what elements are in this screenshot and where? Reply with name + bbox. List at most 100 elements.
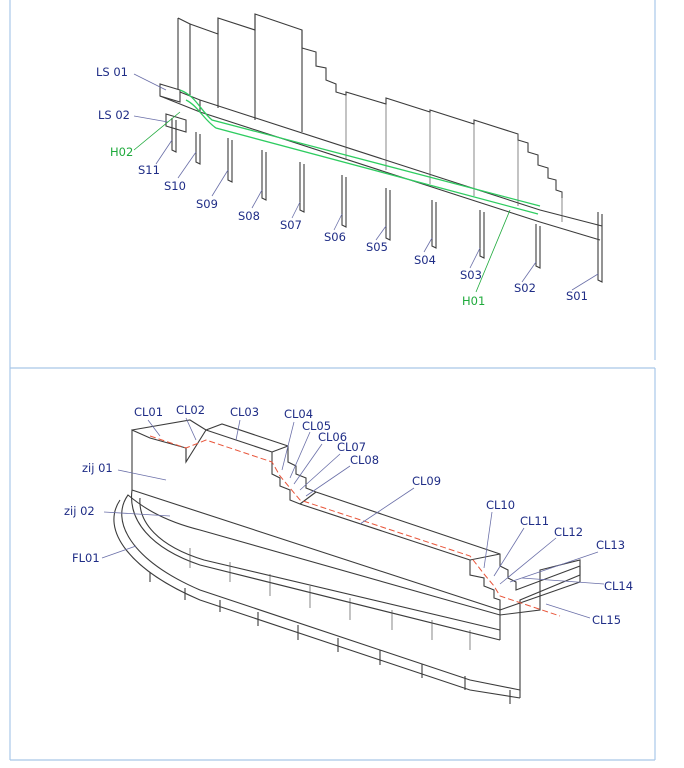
girder-h02-h01-lower — [185, 99, 539, 215]
label-s06: S06 — [324, 230, 346, 244]
frame-s01 — [597, 212, 603, 283]
leader-cl01 — [147, 419, 161, 437]
block-top-left — [131, 419, 207, 431]
label-cl13: CL13 — [596, 538, 625, 552]
leader-s06 — [333, 213, 343, 231]
label-s08: S08 — [238, 209, 260, 223]
top-leaders — [133, 73, 599, 293]
label-cl05: CL05 — [302, 419, 331, 433]
leader-cl10 — [483, 511, 493, 569]
label-h01: H01 — [462, 294, 485, 308]
leader-s08 — [251, 189, 263, 209]
wall-zij02-inner — [139, 497, 501, 631]
label-cl09: CL09 — [412, 474, 441, 488]
label-s04: S04 — [414, 253, 436, 267]
transverse-frames — [171, 118, 603, 283]
frame-s07 — [299, 162, 305, 213]
label-cl02: CL02 — [176, 403, 205, 417]
floor-slab-fl01 — [121, 494, 581, 691]
leader-h01 — [475, 209, 511, 293]
leader-h02 — [133, 111, 181, 151]
leader-zij01 — [117, 469, 167, 481]
label-cl11: CL11 — [520, 514, 549, 528]
label-cl07: CL07 — [337, 440, 366, 454]
block-top-back — [205, 423, 581, 591]
leader-fl01 — [101, 545, 137, 559]
floor-legs — [149, 572, 511, 704]
label-ls01: LS 01 — [96, 65, 128, 79]
leader-s02 — [521, 261, 537, 283]
balustrade-posts — [189, 548, 471, 650]
label-s03: S03 — [460, 268, 482, 282]
leader-s10 — [177, 151, 197, 179]
leader-cl02 — [185, 417, 197, 441]
leader-cl08 — [305, 465, 351, 497]
label-cl14: CL14 — [604, 579, 633, 593]
deck-line-lower — [159, 95, 601, 241]
leader-cl07 — [299, 453, 341, 491]
leader-zij02 — [103, 511, 171, 517]
label-cl03: CL03 — [230, 405, 259, 419]
bottom-leaders — [101, 417, 605, 619]
label-s10: S10 — [164, 179, 186, 193]
label-s01: S01 — [566, 289, 588, 303]
leader-s05 — [375, 225, 387, 241]
leader-cl11 — [493, 527, 525, 577]
frame-uprights — [345, 95, 563, 222]
frame-s08 — [261, 150, 267, 201]
deck-model — [113, 419, 581, 704]
wall-zij01 — [131, 429, 501, 611]
centerline-cl — [149, 435, 561, 617]
label-s09: S09 — [196, 197, 218, 211]
label-cl04: CL04 — [284, 407, 313, 421]
hull-frame-model — [159, 13, 603, 283]
leader-cl14 — [521, 577, 605, 585]
label-cl12: CL12 — [554, 525, 583, 539]
leader-s03 — [469, 247, 481, 269]
leader-cl05 — [289, 431, 311, 479]
bottom-panel: CL01 CL02 CL03 CL04 CL05 CL06 CL07 CL08 … — [9, 368, 656, 761]
leader-ls01 — [133, 73, 167, 91]
leader-s01 — [571, 273, 599, 291]
label-cl01: CL01 — [134, 405, 163, 419]
frame-s04 — [431, 200, 437, 249]
label-s02: S02 — [514, 281, 536, 295]
leader-ls02 — [133, 115, 169, 123]
frame-s10 — [195, 132, 201, 165]
label-ls02: LS 02 — [98, 108, 130, 122]
frame-s05 — [385, 188, 391, 241]
step-joint-2 — [299, 491, 317, 505]
leader-s07 — [291, 201, 301, 219]
label-cl10: CL10 — [486, 498, 515, 512]
label-s07: S07 — [280, 218, 302, 232]
leader-cl15 — [545, 603, 591, 619]
leader-cl04 — [281, 421, 295, 471]
leader-s09 — [211, 169, 229, 197]
label-fl01: FL01 — [72, 551, 100, 565]
step-joint-1 — [271, 445, 289, 453]
girder-h02-h01-upper — [179, 89, 541, 207]
label-cl08: CL08 — [350, 453, 379, 467]
label-s05: S05 — [366, 240, 388, 254]
leader-s04 — [423, 237, 433, 253]
leader-cl09 — [359, 487, 415, 525]
leader-cl12 — [499, 537, 557, 585]
label-s11: S11 — [138, 163, 160, 177]
label-cl06: CL06 — [318, 430, 347, 444]
frame-s11 — [171, 118, 177, 153]
leader-cl13 — [509, 551, 599, 583]
frame-s06 — [341, 175, 347, 228]
block-right-edge — [499, 581, 581, 611]
frame-s02 — [535, 224, 541, 269]
ls01-plate — [159, 83, 181, 103]
leader-cl03 — [235, 419, 241, 441]
label-h02: H02 — [110, 145, 133, 159]
leader-cl06 — [293, 443, 323, 485]
frame-s03 — [479, 210, 485, 259]
label-zij02: zij 02 — [64, 504, 95, 518]
bottom-labels: CL01 CL02 CL03 CL04 CL05 CL06 CL07 CL08 … — [64, 403, 633, 627]
step-joint-3 — [469, 553, 501, 561]
leader-s11 — [155, 139, 173, 165]
wall-zij02 — [131, 489, 501, 641]
